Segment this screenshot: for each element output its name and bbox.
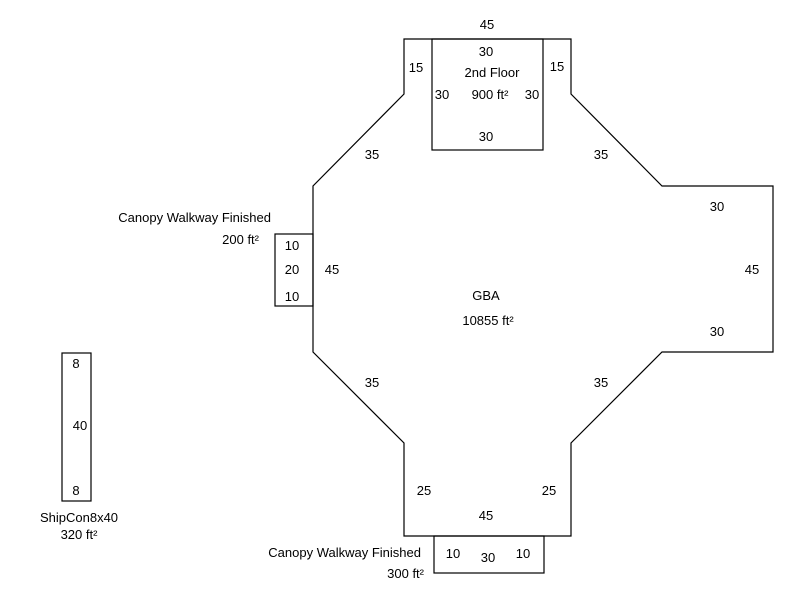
canopy-bottom-outline[interactable]	[433, 535, 545, 574]
canopy-bottom-area: 300 ft²	[387, 566, 424, 581]
second-floor-dim-right: 30	[524, 87, 540, 102]
gba-dim-top-right-short: 15	[549, 59, 565, 74]
shipcon-outline[interactable]	[61, 352, 92, 502]
canopy-left-dim-top: 10	[284, 238, 300, 253]
canopy-bottom-name: Canopy Walkway Finished	[268, 545, 421, 560]
gba-area: 10855 ft²	[462, 313, 514, 328]
gba-dim-right: 45	[744, 262, 760, 277]
canopy-left-dim-side: 20	[284, 262, 300, 277]
second-floor-dim-bottom: 30	[478, 129, 494, 144]
canopy-bottom-dim-left: 10	[445, 546, 461, 561]
gba-dim-right-top: 30	[709, 199, 725, 214]
gba-dim-lower-right-diag: 35	[593, 375, 609, 390]
gba-name: GBA	[472, 288, 500, 303]
gba-dim-lower-left-diag: 35	[364, 375, 380, 390]
gba-dim-bottom: 45	[478, 508, 494, 523]
canopy-left-area: 200 ft²	[222, 232, 259, 247]
shipcon-name: ShipCon8x40	[39, 510, 119, 525]
gba-dim-bottom-right-short: 25	[541, 483, 557, 498]
second-floor-name: 2nd Floor	[464, 65, 520, 80]
shipcon-dim-side: 40	[72, 418, 88, 433]
shipcon-dim-bottom: 8	[72, 483, 80, 498]
canopy-bottom-dim-right: 10	[515, 546, 531, 561]
gba-dim-left: 45	[324, 262, 340, 277]
second-floor-dim-left: 30	[434, 87, 450, 102]
second-floor-dim-top: 30	[478, 44, 494, 59]
shipcon-dim-top: 8	[72, 356, 80, 371]
canopy-left-name: Canopy Walkway Finished	[118, 210, 271, 225]
canopy-bottom-dim-bottom: 30	[480, 550, 496, 565]
gba-dim-top: 45	[479, 17, 495, 32]
gba-dim-bottom-left-short: 25	[416, 483, 432, 498]
second-floor-outline[interactable]	[431, 38, 544, 151]
gba-dim-upper-left-diag: 35	[364, 147, 380, 162]
canopy-left-outline[interactable]	[274, 233, 314, 307]
gba-dim-upper-right-diag: 35	[593, 147, 609, 162]
canopy-left-dim-bottom: 10	[284, 289, 300, 304]
gba-dim-right-bottom: 30	[709, 324, 725, 339]
second-floor-area: 900 ft²	[471, 87, 509, 102]
gba-dim-top-left-short: 15	[408, 60, 424, 75]
shipcon-area: 320 ft²	[60, 527, 98, 542]
